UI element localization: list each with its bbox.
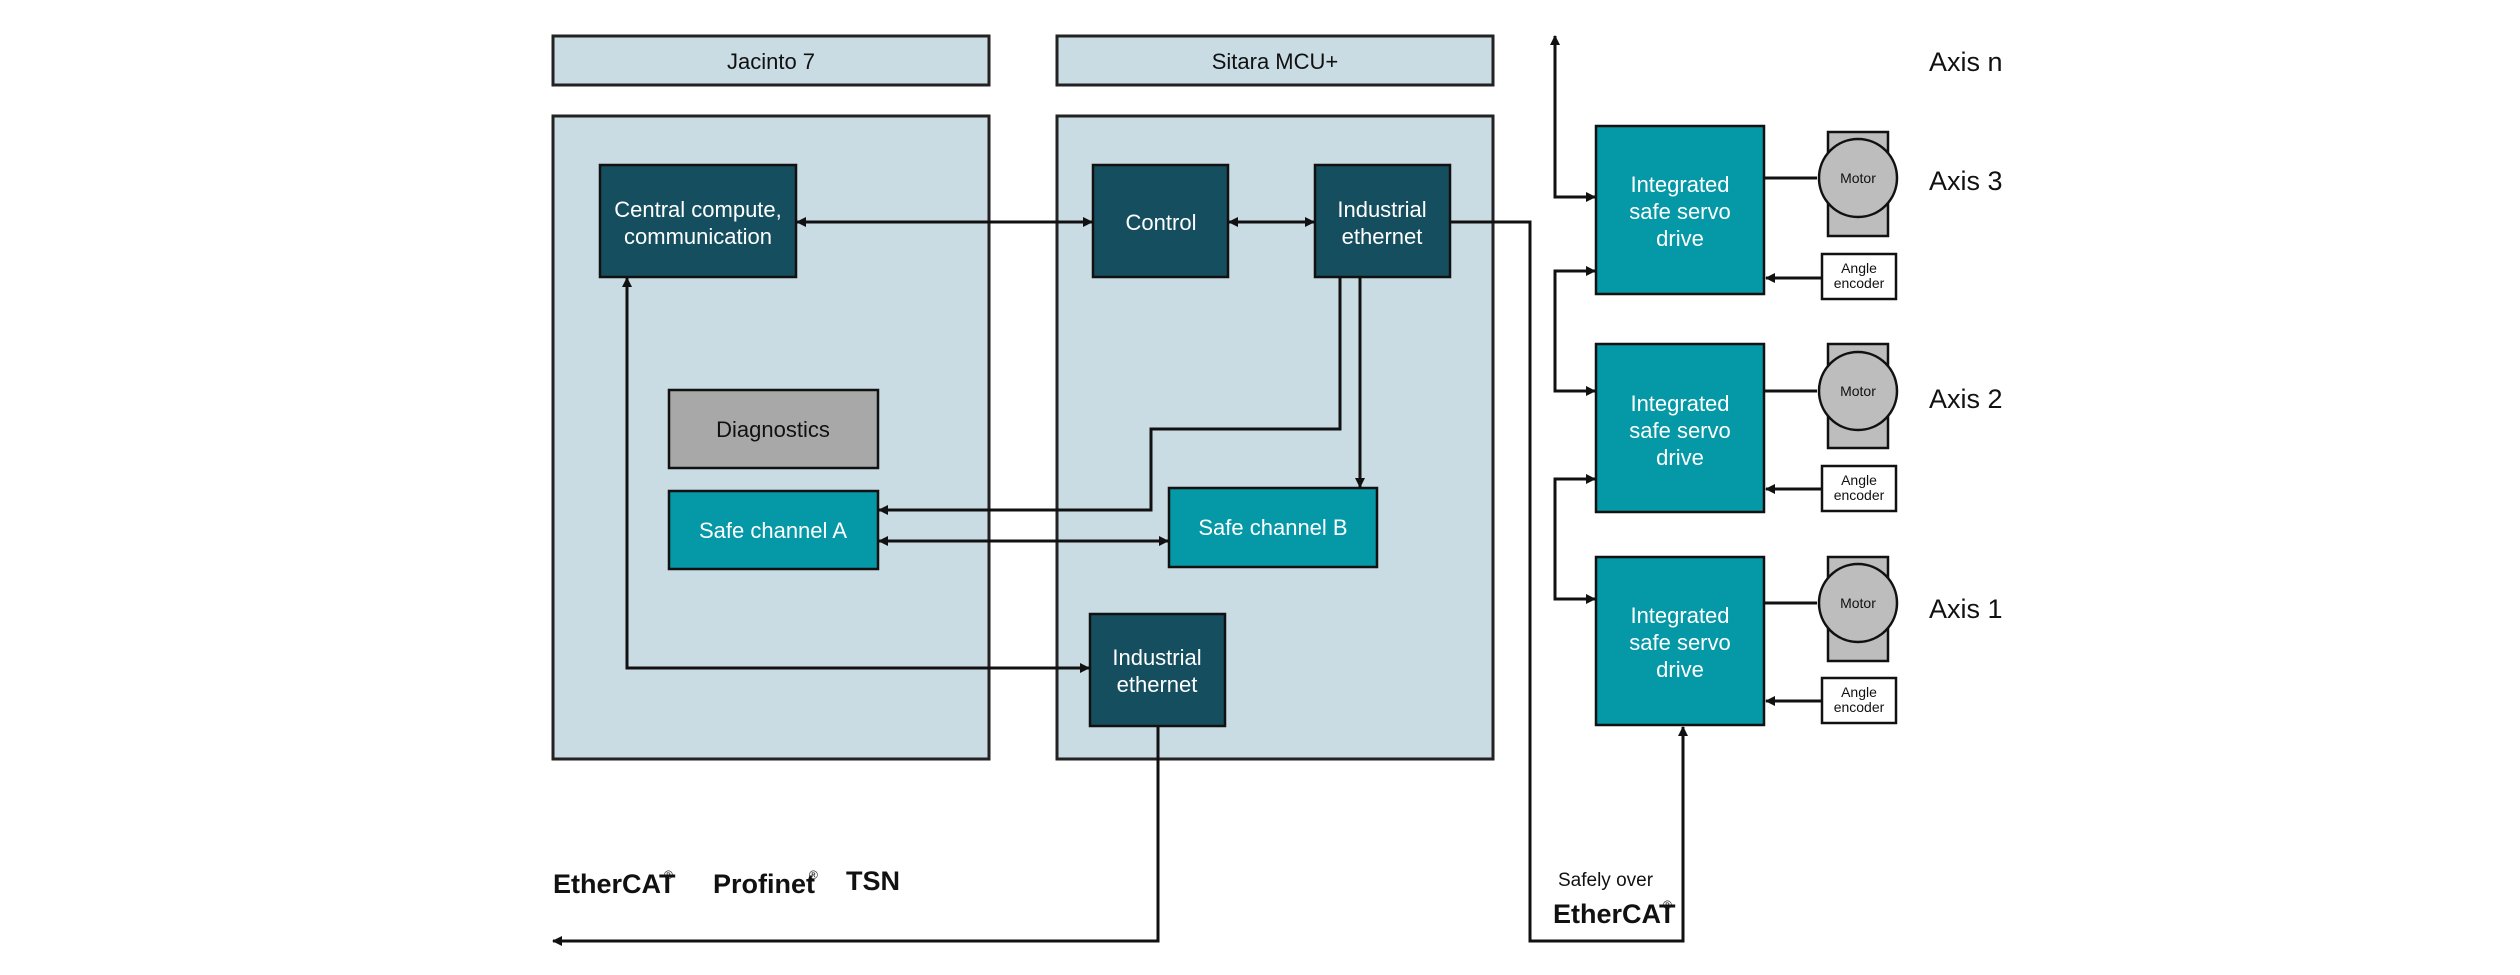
- axis1-encoder-line2: encoder: [1834, 699, 1885, 715]
- diagnostics-label: Diagnostics: [716, 417, 830, 442]
- axis-1-label: Axis 1: [1929, 594, 2003, 624]
- axis1-motor-label: Motor: [1840, 595, 1876, 611]
- axis2-encoder-line2: encoder: [1834, 487, 1885, 503]
- sitara-header-label: Sitara MCU+: [1212, 49, 1339, 74]
- axis3-motor: Motor: [1765, 130, 1899, 238]
- industrial-ethernet-bottom-line2: ethernet: [1117, 672, 1198, 697]
- axis-2-label: Axis 2: [1929, 384, 2003, 414]
- sitara-header: Sitara MCU+: [1055, 34, 1495, 87]
- axis3-drive-line3: drive: [1656, 226, 1704, 251]
- axis1-drive-line2: safe servo: [1629, 630, 1731, 655]
- safely-over-reg-mark: ®: [1663, 898, 1672, 912]
- axis3-encoder-line2: encoder: [1834, 275, 1885, 291]
- axis2-encoder-line1: Angle: [1841, 472, 1877, 488]
- axis2-drive-line1: Integrated: [1630, 391, 1729, 416]
- axis3-encoder-line1: Angle: [1841, 260, 1877, 276]
- diagnostics-block: Diagnostics: [667, 388, 880, 470]
- axis1-angle-encoder: Angle encoder: [1765, 676, 1898, 725]
- ethercat-reg-mark: ®: [664, 868, 673, 882]
- axis-n-label: Axis n: [1929, 47, 2003, 77]
- axis1-motor: Motor: [1765, 555, 1899, 663]
- axis2-motor: Motor: [1765, 342, 1899, 450]
- tsn-protocol-label: TSN: [846, 866, 900, 896]
- control-label: Control: [1126, 210, 1197, 235]
- axis3-drive-line1: Integrated: [1630, 172, 1729, 197]
- axis1-drive-line3: drive: [1656, 657, 1704, 682]
- axis2-motor-label: Motor: [1840, 383, 1876, 399]
- axis2-drive-line2: safe servo: [1629, 418, 1731, 443]
- central-compute-block: Central compute, communication: [598, 163, 798, 279]
- axis1-encoder-line1: Angle: [1841, 684, 1877, 700]
- safe-channel-a-block: Safe channel A: [667, 489, 880, 571]
- control-block: Control: [1091, 163, 1230, 279]
- ethercat-protocol-label: EtherCAT: [553, 869, 676, 899]
- bottom-ethernet-output-link: [552, 727, 1160, 946]
- industrial-ethernet-top-block: Industrial ethernet: [1313, 163, 1452, 279]
- profinet-protocol-label: Profinet: [713, 869, 815, 899]
- industrial-ethernet-bottom-line1: Industrial: [1112, 645, 1201, 670]
- axis2-drive: Integrated safe servo drive: [1594, 342, 1766, 514]
- jacinto-header-label: Jacinto 7: [727, 49, 815, 74]
- axis2-drive-line3: drive: [1656, 445, 1704, 470]
- central-compute-line2: communication: [624, 224, 772, 249]
- central-compute-line1: Central compute,: [614, 197, 782, 222]
- industrial-ethernet-top-line2: ethernet: [1342, 224, 1423, 249]
- profinet-reg-mark: ®: [809, 868, 818, 882]
- safe-channel-a-label: Safe channel A: [699, 518, 847, 543]
- ethercat-bus-to-axis1: [1451, 220, 1688, 943]
- safely-over-label: Safely over: [1558, 870, 1654, 891]
- safely-over-ethercat-label: EtherCAT: [1553, 899, 1676, 929]
- central-to-bottom-ethernet-link: [622, 277, 1090, 673]
- axis-3-label: Axis 3: [1929, 166, 2003, 196]
- industrial-ethernet-bottom-block: Industrial ethernet: [1088, 612, 1227, 728]
- axis3-drive: Integrated safe servo drive: [1594, 124, 1766, 296]
- axis-n-to-axis3-link: [1550, 35, 1596, 202]
- safe-channel-b-label: Safe channel B: [1198, 515, 1347, 540]
- axis1-drive: Integrated safe servo drive: [1594, 555, 1766, 727]
- axis2-to-axis1-link: [1553, 474, 1596, 604]
- axis2-angle-encoder: Angle encoder: [1765, 464, 1898, 513]
- jacinto-header: Jacinto 7: [551, 34, 991, 87]
- axis3-drive-line2: safe servo: [1629, 199, 1731, 224]
- axis3-motor-label: Motor: [1840, 170, 1876, 186]
- safe-channel-b-block: Safe channel B: [1167, 486, 1379, 569]
- axis1-drive-line1: Integrated: [1630, 603, 1729, 628]
- axis3-to-axis2-link: [1553, 266, 1596, 396]
- axis3-angle-encoder: Angle encoder: [1765, 252, 1898, 301]
- industrial-ethernet-top-line1: Industrial: [1337, 197, 1426, 222]
